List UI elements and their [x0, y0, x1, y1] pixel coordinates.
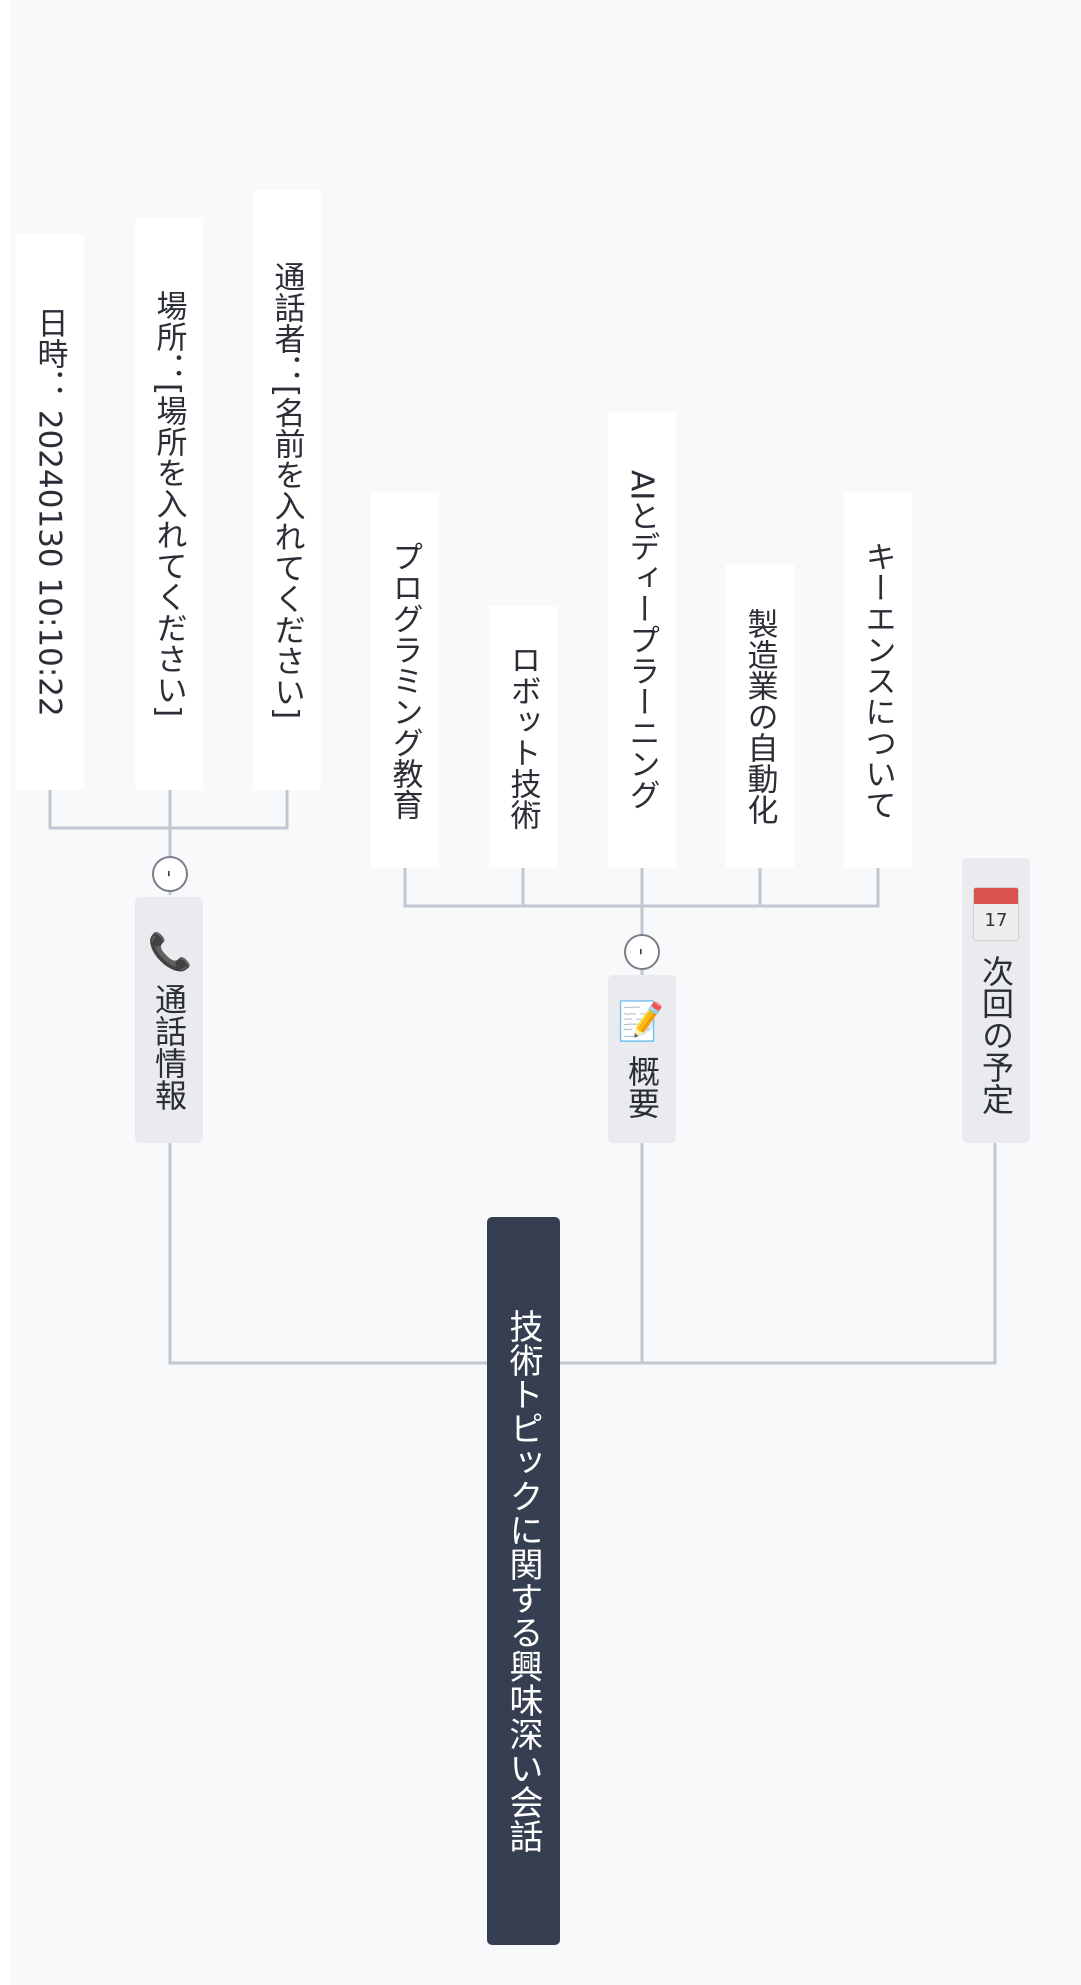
edge-root-branches: [168, 1140, 997, 1365]
branch-overview-label: 概要: [623, 1055, 661, 1120]
leaf-location[interactable]: 場所：[場所を入れてください]: [135, 218, 203, 790]
branch-next-schedule-label: 次回の予定: [977, 954, 1015, 1115]
leaf-manufacturing-automation[interactable]: 製造業の自動化: [726, 564, 794, 868]
collapse-toggle-call-info[interactable]: -: [152, 856, 188, 892]
collapse-toggle-overview[interactable]: -: [624, 934, 660, 970]
branch-call-info-label: 通話情報: [150, 982, 188, 1111]
root-label: 技術トピックに関する興味深い会話: [503, 1309, 543, 1853]
memo-icon: 📝: [620, 998, 664, 1046]
leaf-caller[interactable]: 通話者：[名前を入れてください]: [253, 190, 321, 790]
leaf-robot-technology[interactable]: ロボット技術: [489, 606, 557, 868]
leaf-programming-education[interactable]: プログラミング教育: [371, 492, 439, 868]
calendar-icon: 17: [973, 886, 1019, 941]
branch-overview[interactable]: 📝 概要: [608, 975, 676, 1143]
leaf-ai-deep-learning[interactable]: AIとディープラーニング: [608, 412, 676, 868]
branch-next-schedule[interactable]: 17 次回の予定: [962, 858, 1030, 1143]
leaf-keyence[interactable]: キーエンスについて: [844, 492, 912, 868]
branch-call-info[interactable]: 📞 通話情報: [135, 897, 203, 1143]
leaf-datetime[interactable]: 日時： 20240130 10:10:22: [16, 234, 84, 790]
telephone-icon: 📞: [149, 929, 190, 973]
mindmap-canvas: 技術トピックに関する興味深い会話 📞 通話情報 - 日時： 20240130 1…: [10, 0, 1081, 1985]
root-node[interactable]: 技術トピックに関する興味深い会話: [487, 1217, 560, 1945]
